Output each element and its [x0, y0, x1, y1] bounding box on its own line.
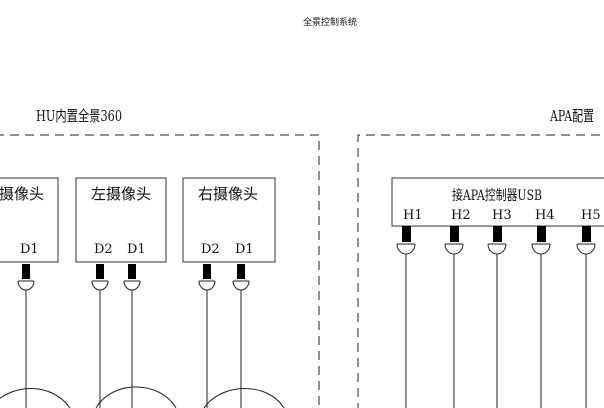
port-label-h3: H3: [492, 208, 512, 223]
pin-label: D1: [20, 242, 39, 257]
connector-h1: [396, 226, 416, 408]
cable-loop: [203, 388, 285, 408]
hu-group: HU内置全景360 摄像头 D1 左摄像头 D2 D1: [0, 107, 320, 408]
camera-left: 左摄像头 D2 D1: [75, 177, 167, 408]
connector-h2: [444, 226, 464, 408]
camera-box: [182, 177, 276, 263]
port-label-h2: H2: [451, 208, 471, 223]
camera-right: 右摄像头 D2 D1: [182, 177, 276, 408]
apa-group-label: APA配置: [549, 107, 594, 125]
hu-group-label: HU内置全景360: [36, 107, 122, 125]
pin-label: D2: [201, 242, 220, 257]
apa-group-border: [357, 134, 604, 408]
pin-label: D1: [127, 242, 146, 257]
port-label-h4: H4: [535, 208, 555, 223]
connector-h5: [576, 226, 596, 408]
connector-h3: [487, 226, 507, 408]
controller-label: 接APA控制器USB: [452, 187, 542, 204]
camera-label: 摄像头: [0, 185, 44, 203]
pin-label: D2: [94, 242, 113, 257]
cable-loop: [0, 388, 71, 408]
camera-front: 摄像头 D1: [0, 177, 59, 408]
camera-box: [75, 177, 167, 263]
connector-h4: [531, 226, 551, 408]
cable-loop: [95, 386, 177, 408]
camera-box: [0, 177, 59, 263]
pin-label: D1: [235, 242, 254, 257]
port-label-h5: H5: [581, 208, 601, 223]
camera-label: 右摄像头: [198, 185, 258, 203]
apa-controller: 接APA控制器USB H1 H2 H3 H4 H5: [391, 177, 604, 408]
connector-d1: [232, 264, 250, 408]
port-label-h1: H1: [403, 208, 423, 223]
connector-d2: [198, 264, 216, 408]
apa-group: APA配置 接APA控制器USB H1 H2 H3 H4 H5: [357, 107, 604, 408]
hu-group-border: [0, 134, 320, 408]
connector-d1: [123, 264, 141, 408]
connector-d2: [91, 264, 109, 408]
connector-d1: [17, 264, 35, 408]
camera-label: 左摄像头: [91, 185, 151, 203]
diagram-title: 全景控制系统: [303, 16, 357, 28]
